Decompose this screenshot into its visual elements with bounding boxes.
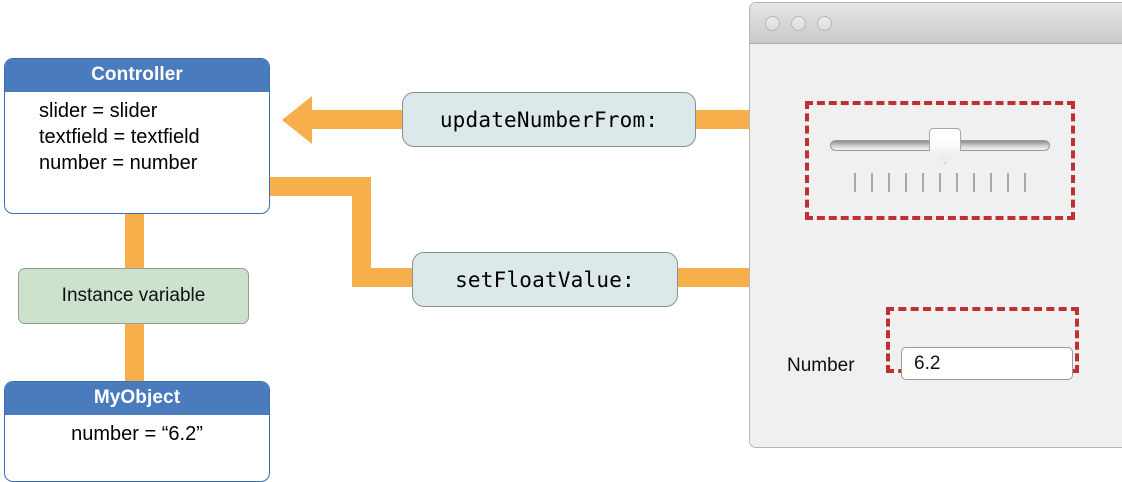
controller-line-textfield: textfield = textfield [39, 126, 200, 148]
number-field-label: Number [787, 355, 855, 376]
slider-tick [1024, 173, 1026, 192]
myobject-line-number: number = “6.2” [71, 423, 203, 445]
slider-tick [939, 173, 941, 192]
connector-elbow-horizontal-bottom [352, 268, 420, 287]
app-window: Number 6.2 [749, 2, 1122, 448]
message-update-number-from[interactable]: updateNumberFrom: [402, 92, 696, 147]
slider-tick [854, 173, 856, 192]
number-input[interactable]: 6.2 [901, 347, 1073, 380]
message-set-float-value[interactable]: setFloatValue: [412, 252, 678, 307]
arrow-head-left-to-controller [282, 94, 324, 146]
zoom-button[interactable] [817, 15, 832, 31]
slider-tick [990, 173, 992, 192]
slider-tick [922, 173, 924, 192]
slider-tick [888, 173, 890, 192]
message-update-number-from-label: updateNumberFrom: [439, 107, 659, 132]
value-slider[interactable] [830, 128, 1050, 198]
controller-line-slider: slider = slider [39, 100, 158, 122]
window-titlebar[interactable] [750, 3, 1122, 44]
controller-line-number: number = number [39, 152, 198, 174]
slider-tick-marks [854, 173, 1026, 192]
instance-variable-label: Instance variable [61, 285, 206, 306]
connector-elbow-vertical [352, 177, 371, 287]
controller-title: Controller [5, 59, 269, 92]
slider-tick [1007, 173, 1009, 192]
myobject-body: number = “6.2” [5, 415, 269, 455]
slider-tick [871, 173, 873, 192]
slider-tick [973, 173, 975, 192]
message-set-float-value-label: setFloatValue: [455, 267, 635, 292]
controller-class-box: Controller slider = slider textfield = t… [4, 58, 270, 214]
minimize-button[interactable] [791, 15, 806, 31]
slider-tick [905, 173, 907, 192]
myobject-title: MyObject [5, 382, 269, 415]
window-content: Number 6.2 [750, 44, 1122, 447]
slider-highlight-box [805, 101, 1075, 220]
slider-tick [956, 173, 958, 192]
connector-update-left-segment [306, 110, 411, 129]
instance-variable-note: Instance variable [18, 268, 249, 324]
controller-body: slider = slider textfield = textfield nu… [5, 92, 269, 184]
slider-thumb[interactable] [929, 128, 961, 164]
close-button[interactable] [765, 15, 780, 31]
myobject-class-box: MyObject number = “6.2” [4, 381, 270, 482]
connector-elbow-horizontal-top [264, 177, 371, 196]
